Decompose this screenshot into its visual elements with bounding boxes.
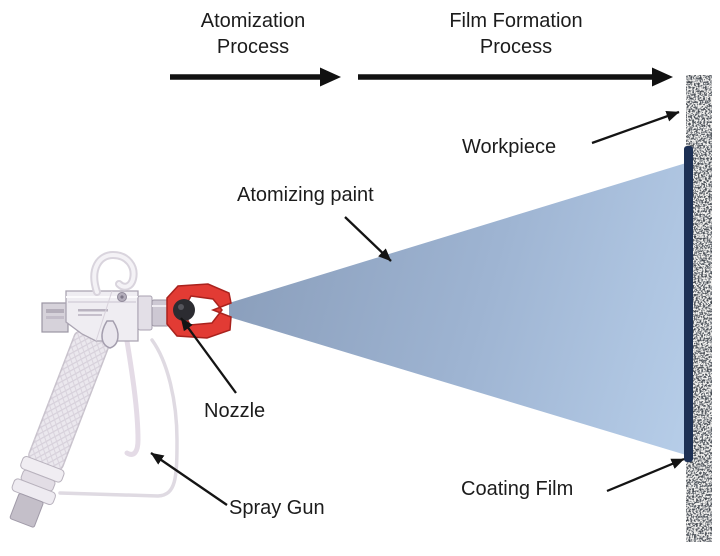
- spray-cone: [229, 163, 686, 455]
- nozzle-tip: [173, 299, 195, 321]
- workpiece-label: Workpiece: [462, 136, 557, 158]
- atomization-process-label: Atomization Process: [163, 8, 343, 60]
- workpiece-pointer-arrow: [591, 110, 680, 145]
- film-formation-process-arrow: [358, 67, 673, 87]
- atomization-process-arrow: [170, 67, 341, 87]
- nozzle-label: Nozzle: [204, 400, 266, 422]
- gun-rear-block: [41, 302, 69, 333]
- coating-film-label: Coating Film: [461, 478, 574, 500]
- gun-pivot-screw-center: [120, 295, 124, 299]
- film-formation-process-label: Film Formation Process: [396, 8, 636, 60]
- gun-handle: [9, 330, 110, 528]
- gun-body: [65, 290, 139, 342]
- atomizing-paint-pointer-arrow: [344, 216, 392, 262]
- gun-trigger: [101, 320, 119, 349]
- gun-hook: [90, 250, 138, 296]
- film-formation-process-line2: Process: [479, 36, 553, 58]
- gun-wire-loop: [58, 338, 179, 498]
- nozzle-pointer-arrow: [180, 317, 237, 394]
- atomization-process-line1: Atomization: [200, 10, 306, 32]
- gun-trigger-rod: [124, 338, 141, 457]
- coating-film-pointer-arrow: [606, 457, 685, 493]
- film-formation-process-line1: Film Formation: [449, 10, 583, 32]
- atomization-process-line2: Process: [216, 36, 290, 58]
- spray-gun-label: Spray Gun: [229, 497, 325, 519]
- gun-barrel: [137, 295, 170, 331]
- coating-film-layer: [684, 146, 693, 462]
- spray-gun-illustration: [9, 250, 232, 528]
- atomizing-paint-label: Atomizing paint: [237, 184, 374, 206]
- nozzle-tip-highlight: [178, 304, 184, 310]
- spray-gun-pointer-arrow: [150, 452, 228, 506]
